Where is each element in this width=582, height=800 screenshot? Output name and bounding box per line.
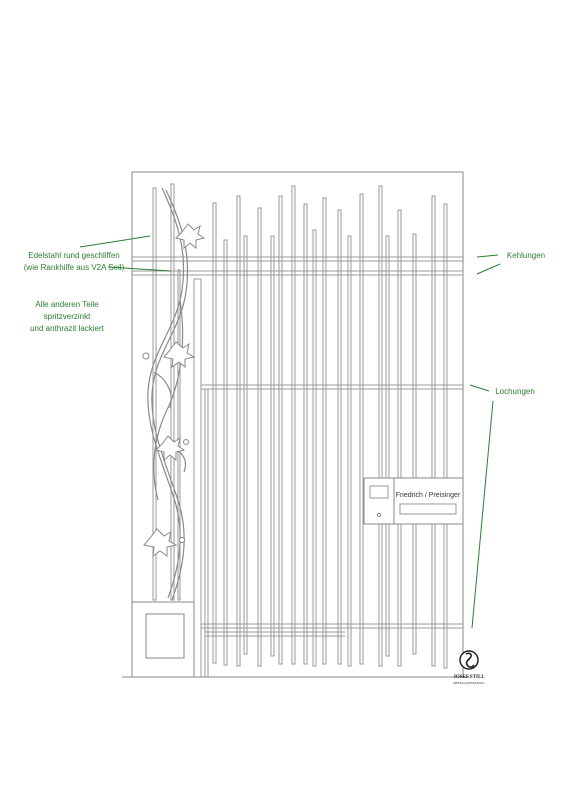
leader-lochungen-long [471,400,494,629]
climbing-vine [147,187,189,601]
annotation-leaders [79,235,501,629]
mailbox-nameplate: Friedrich / Preisinger [396,492,461,499]
leader-edelstahl-top [79,235,151,248]
leaf-1 [175,223,206,250]
label-edelstahl-line2: (wie Rankhilfe aus V2A Seil) [24,263,125,272]
leader-kehlungen-bottom [476,263,501,275]
tendril-2 [183,439,189,445]
tendril-3 [179,537,185,543]
logo-subtitle: METALLGESTALTUNG [453,681,485,685]
mailbox: Friedrich / Preisinger [363,477,464,525]
label-lochungen: Lochungen [495,387,535,396]
vine-leaves [142,223,206,558]
company-logo: JOSEF STILL METALLGESTALTUNG [453,650,485,685]
logo-name: JOSEF STILL [453,675,485,680]
label-andere-line2: spritzverzinkt [44,312,91,321]
leaf-3 [155,435,186,462]
bottom-box [131,601,195,678]
leader-edelstahl-bottom [107,266,172,272]
leaf-2 [163,341,196,369]
tendril-1 [142,352,150,360]
label-andere-line1: Alle anderen Teile [35,300,99,309]
label-andere-line3: und anthrazit lackiert [30,324,105,333]
label-kehlungen: Kehlungen [507,251,545,260]
leader-kehlungen-top [476,254,499,258]
leader-lochungen-top [469,384,490,392]
label-edelstahl-line1: Edelstahl rund geschliffen [28,251,119,260]
gate-vertical-bars [212,185,448,669]
leaf-4 [143,528,178,558]
